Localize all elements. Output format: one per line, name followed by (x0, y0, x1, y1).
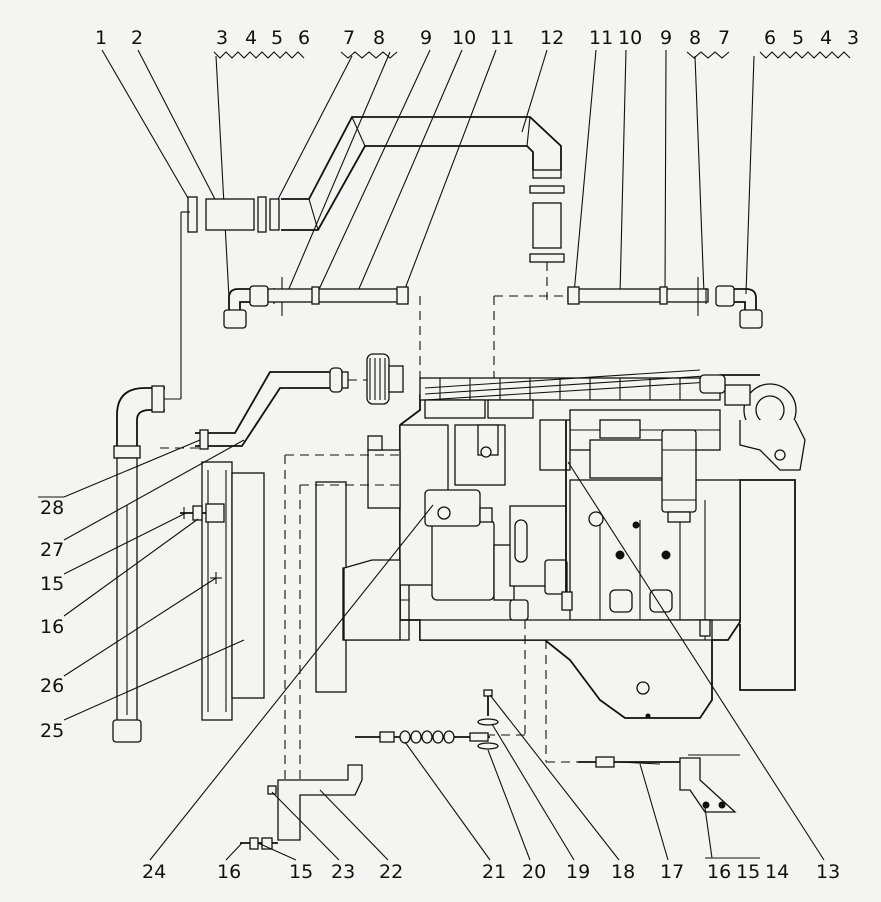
left-side-callouts: 28 27 15 16 26 25 (38, 439, 245, 742)
oil-drain-plug (636, 681, 650, 695)
callout-2-top-left: 2 (131, 27, 143, 49)
stop-cable (578, 754, 740, 813)
mounting-bracket (240, 764, 363, 850)
callout-27: 27 (40, 539, 64, 561)
callout-8-top-right: 8 (689, 27, 701, 49)
callout-23: 23 (331, 861, 355, 883)
callout-16-bottom: 16 (217, 861, 241, 883)
callout-16-left: 16 (40, 616, 64, 638)
vertical-clamp-lower (529, 253, 565, 263)
callout-7-top-right: 7 (718, 27, 730, 49)
callout-26: 26 (40, 675, 64, 697)
right-steel-pipe (493, 277, 763, 380)
callout-19: 19 (566, 861, 590, 883)
steel-pipe-right (567, 288, 709, 303)
left-steel-pipe (223, 277, 421, 390)
callout-13: 13 (816, 861, 840, 883)
water-elbow-pipe (112, 211, 190, 743)
bottom-callouts: 24 16 15 23 22 21 20 19 18 17 16 15 14 1… (142, 461, 840, 883)
callout-9-top-right: 9 (660, 27, 672, 49)
callout-3-top-right: 3 (847, 27, 859, 49)
bracket-8-7-right (686, 51, 730, 59)
engine-block (343, 369, 806, 719)
callout-4-top-right: 4 (820, 27, 832, 49)
callout-5-top-right: 5 (792, 27, 804, 49)
callout-10-top-right: 10 (618, 27, 642, 49)
fan-blade-ring (315, 481, 347, 693)
rubber-hose (205, 198, 255, 231)
throttle-cable (355, 689, 499, 750)
top-callouts: 1 2 3 4 5 6 7 8 9 10 11 12 11 10 9 8 7 6… (95, 27, 859, 49)
turbocharger (699, 374, 806, 471)
callout-1-top-left: 1 (95, 27, 107, 49)
fan-shroud (180, 461, 265, 721)
callout-9-top-left: 9 (420, 27, 432, 49)
bracket-3-6-left (213, 51, 305, 59)
bracket-6-3-right (759, 51, 851, 59)
top-leader-lines (101, 49, 755, 299)
hose-clamp-left (187, 196, 198, 233)
radiator-frame (201, 461, 233, 721)
radiator-hose (195, 367, 349, 450)
bracket-7-8-left (340, 51, 398, 59)
callout-11-top-left: 11 (490, 27, 514, 49)
fan-pulley (315, 353, 410, 693)
callout-11-top-right: 11 (589, 27, 613, 49)
callout-6-top-left: 6 (298, 27, 310, 49)
callout-15-bottom: 15 (289, 861, 313, 883)
callout-3-top-left: 3 (216, 27, 228, 49)
callout-8-top-left: 8 (373, 27, 385, 49)
callout-7-top-left: 7 (343, 27, 355, 49)
callout-21: 21 (482, 861, 506, 883)
callout-5-top-left: 5 (271, 27, 283, 49)
fuel-injection-pump (431, 519, 495, 601)
top-callout-brackets (213, 51, 851, 59)
callout-14: 14 (765, 861, 789, 883)
callout-6-top-right: 6 (764, 27, 776, 49)
vertical-clamp-upper (529, 185, 565, 194)
callout-28: 28 (40, 497, 64, 519)
callout-18: 18 (611, 861, 635, 883)
callout-10-top-left: 10 (452, 27, 476, 49)
callout-4-top-left: 4 (245, 27, 257, 49)
callout-25: 25 (40, 720, 64, 742)
callout-12-top: 12 (540, 27, 564, 49)
hose-clamp-right (257, 196, 267, 233)
callout-15-bottom-right: 15 (736, 861, 760, 883)
callout-16-bottom-right: 16 (707, 861, 731, 883)
callout-17: 17 (660, 861, 684, 883)
assembly-dashed-lines (160, 447, 578, 780)
steel-pipe-left (267, 288, 409, 303)
intake-pipe-assembly (187, 116, 565, 300)
callout-24: 24 (142, 861, 166, 883)
cylinder-head-cover (419, 377, 721, 401)
pipe-nut-left (249, 285, 269, 307)
pipe-nut-right (715, 285, 735, 307)
callout-20: 20 (522, 861, 546, 883)
callout-22: 22 (379, 861, 403, 883)
callout-15-left: 15 (40, 573, 64, 595)
